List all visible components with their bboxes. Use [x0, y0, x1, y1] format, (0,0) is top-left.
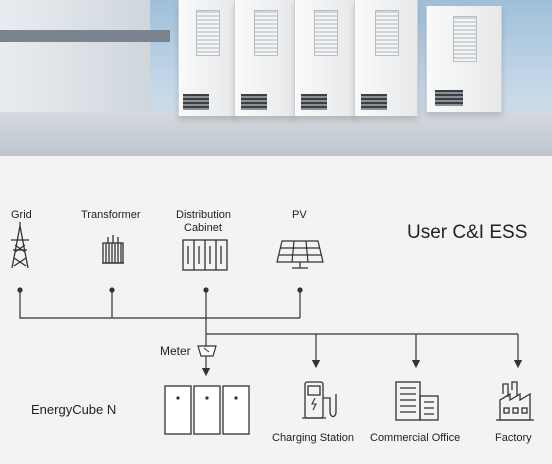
building-facade — [0, 0, 150, 120]
cabinet-grill — [435, 90, 463, 106]
cabinet-grill — [361, 94, 387, 110]
factory-icon — [496, 381, 534, 421]
cabinet-vent — [314, 10, 338, 56]
meter-icon — [197, 345, 217, 357]
distribution-cabinet-icon — [182, 239, 228, 271]
cabinet-unit — [354, 0, 418, 116]
cabinet-vent — [196, 10, 220, 56]
office-building-icon — [395, 381, 439, 421]
cabinet-unit — [234, 0, 296, 116]
energy-cube-cabinets-icon — [164, 385, 250, 435]
ground-plane — [0, 112, 552, 156]
product-photo — [0, 0, 552, 156]
transformer-icon — [102, 235, 124, 264]
solar-panel-icon — [276, 240, 324, 269]
cabinet-vent — [254, 10, 278, 56]
storage-label: EnergyCube N — [31, 402, 117, 417]
meter-label: Meter — [160, 344, 191, 358]
cabinet-grill — [183, 94, 209, 110]
source-label-cabinet: Cabinet — [184, 222, 222, 234]
diagram-title: User C&I ESS — [407, 222, 528, 243]
ev-charger-icon — [302, 381, 337, 419]
cabinet-unit — [294, 0, 356, 116]
cabinet-vent — [453, 16, 477, 62]
source-label-pv: PV — [292, 209, 307, 221]
source-label-grid: Grid — [11, 209, 32, 221]
connection-lines — [19, 290, 518, 346]
power-tower-icon — [11, 222, 29, 269]
cabinet-grill — [241, 94, 267, 110]
load-label-charging: Charging Station — [272, 432, 354, 444]
cabinet-unit — [426, 6, 502, 112]
junction-dots — [17, 287, 303, 293]
cabinet-grill — [301, 94, 327, 110]
source-label-distribution: Distribution — [176, 209, 232, 221]
load-label-factory: Factory — [495, 432, 532, 444]
load-label-office: Commercial Office — [370, 432, 461, 444]
source-label-transformer: Transformer — [81, 209, 141, 221]
building-canopy — [0, 30, 170, 42]
cabinet-vent — [375, 10, 399, 56]
